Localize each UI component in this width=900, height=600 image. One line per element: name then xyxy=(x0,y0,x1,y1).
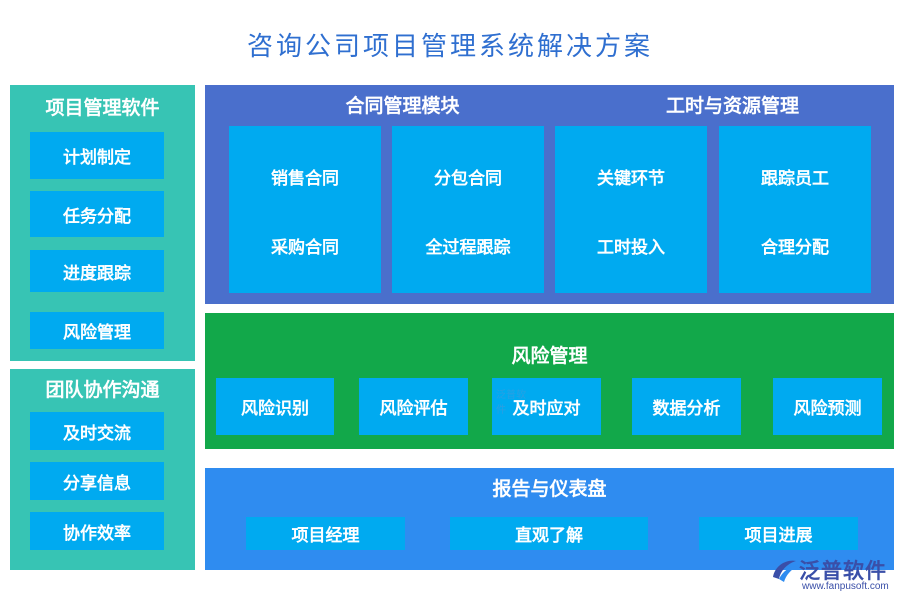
communicate-box: 及时交流 xyxy=(30,412,164,450)
subcontract-label: 分包合同 xyxy=(434,169,502,189)
purchase-contract-label: 采购合同 xyxy=(271,238,339,258)
intuitive-box: 直观了解 xyxy=(450,517,648,550)
logo-name: 泛普软件 xyxy=(799,559,887,583)
efficiency-box: 协作效率 xyxy=(30,512,164,550)
progress-track-box: 进度跟踪 xyxy=(30,250,164,292)
project-software-title: 项目管理软件 xyxy=(45,97,160,119)
share-info-box: 分享信息 xyxy=(30,462,164,500)
report-title: 报告与仪表盘 xyxy=(492,478,607,500)
project-software-panel: 项目管理软件 计划制定 任务分配 进度跟踪 风险管理 xyxy=(10,85,195,361)
sales-contract-label: 销售合同 xyxy=(271,169,339,189)
contract-card-2: 分包合同 全过程跟踪 xyxy=(392,126,544,293)
team-title: 团队协作沟通 xyxy=(45,379,160,401)
risk-forecast-box: 风险预测 xyxy=(773,378,882,435)
track-staff-label: 跟踪员工 xyxy=(761,169,829,189)
allocation-label: 合理分配 xyxy=(761,238,829,258)
project-progress-box: 项目进展 xyxy=(699,517,858,550)
watermark: 泛普软件 xyxy=(496,390,526,416)
risk-mgmt-box: 风险管理 xyxy=(30,312,164,349)
page-title: 咨询公司项目管理系统解决方案 xyxy=(246,32,653,62)
work-hours-label: 工时投入 xyxy=(597,238,665,258)
timely-response-box: 及时应对 xyxy=(492,378,601,435)
contract-title: 合同管理模块 xyxy=(345,95,460,117)
risk-assess-box: 风险评估 xyxy=(359,378,468,435)
data-analysis-box: 数据分析 xyxy=(632,378,741,435)
risk-title: 风险管理 xyxy=(511,345,588,367)
contract-card-1: 销售合同 采购合同 xyxy=(229,126,381,293)
fanpu-logo: 泛普软件 www.fanpusoft.com xyxy=(769,553,897,599)
task-assign-box: 任务分配 xyxy=(30,191,164,237)
key-link-label: 关键环节 xyxy=(597,169,665,189)
project-manager-box: 项目经理 xyxy=(246,517,405,550)
plan-box: 计划制定 xyxy=(30,132,164,179)
risk-identify-box: 风险识别 xyxy=(216,378,334,435)
work-resource-title: 工时与资源管理 xyxy=(665,95,799,117)
resource-card-1: 关键环节 工时投入 xyxy=(555,126,707,293)
team-panel: 团队协作沟通 及时交流 分享信息 协作效率 xyxy=(10,369,195,570)
full-process-label: 全过程跟踪 xyxy=(425,238,511,258)
resource-card-2: 跟踪员工 合理分配 xyxy=(719,126,871,293)
logo-url: www.fanpusoft.com xyxy=(802,581,889,592)
logo-mark-icon xyxy=(773,560,797,582)
